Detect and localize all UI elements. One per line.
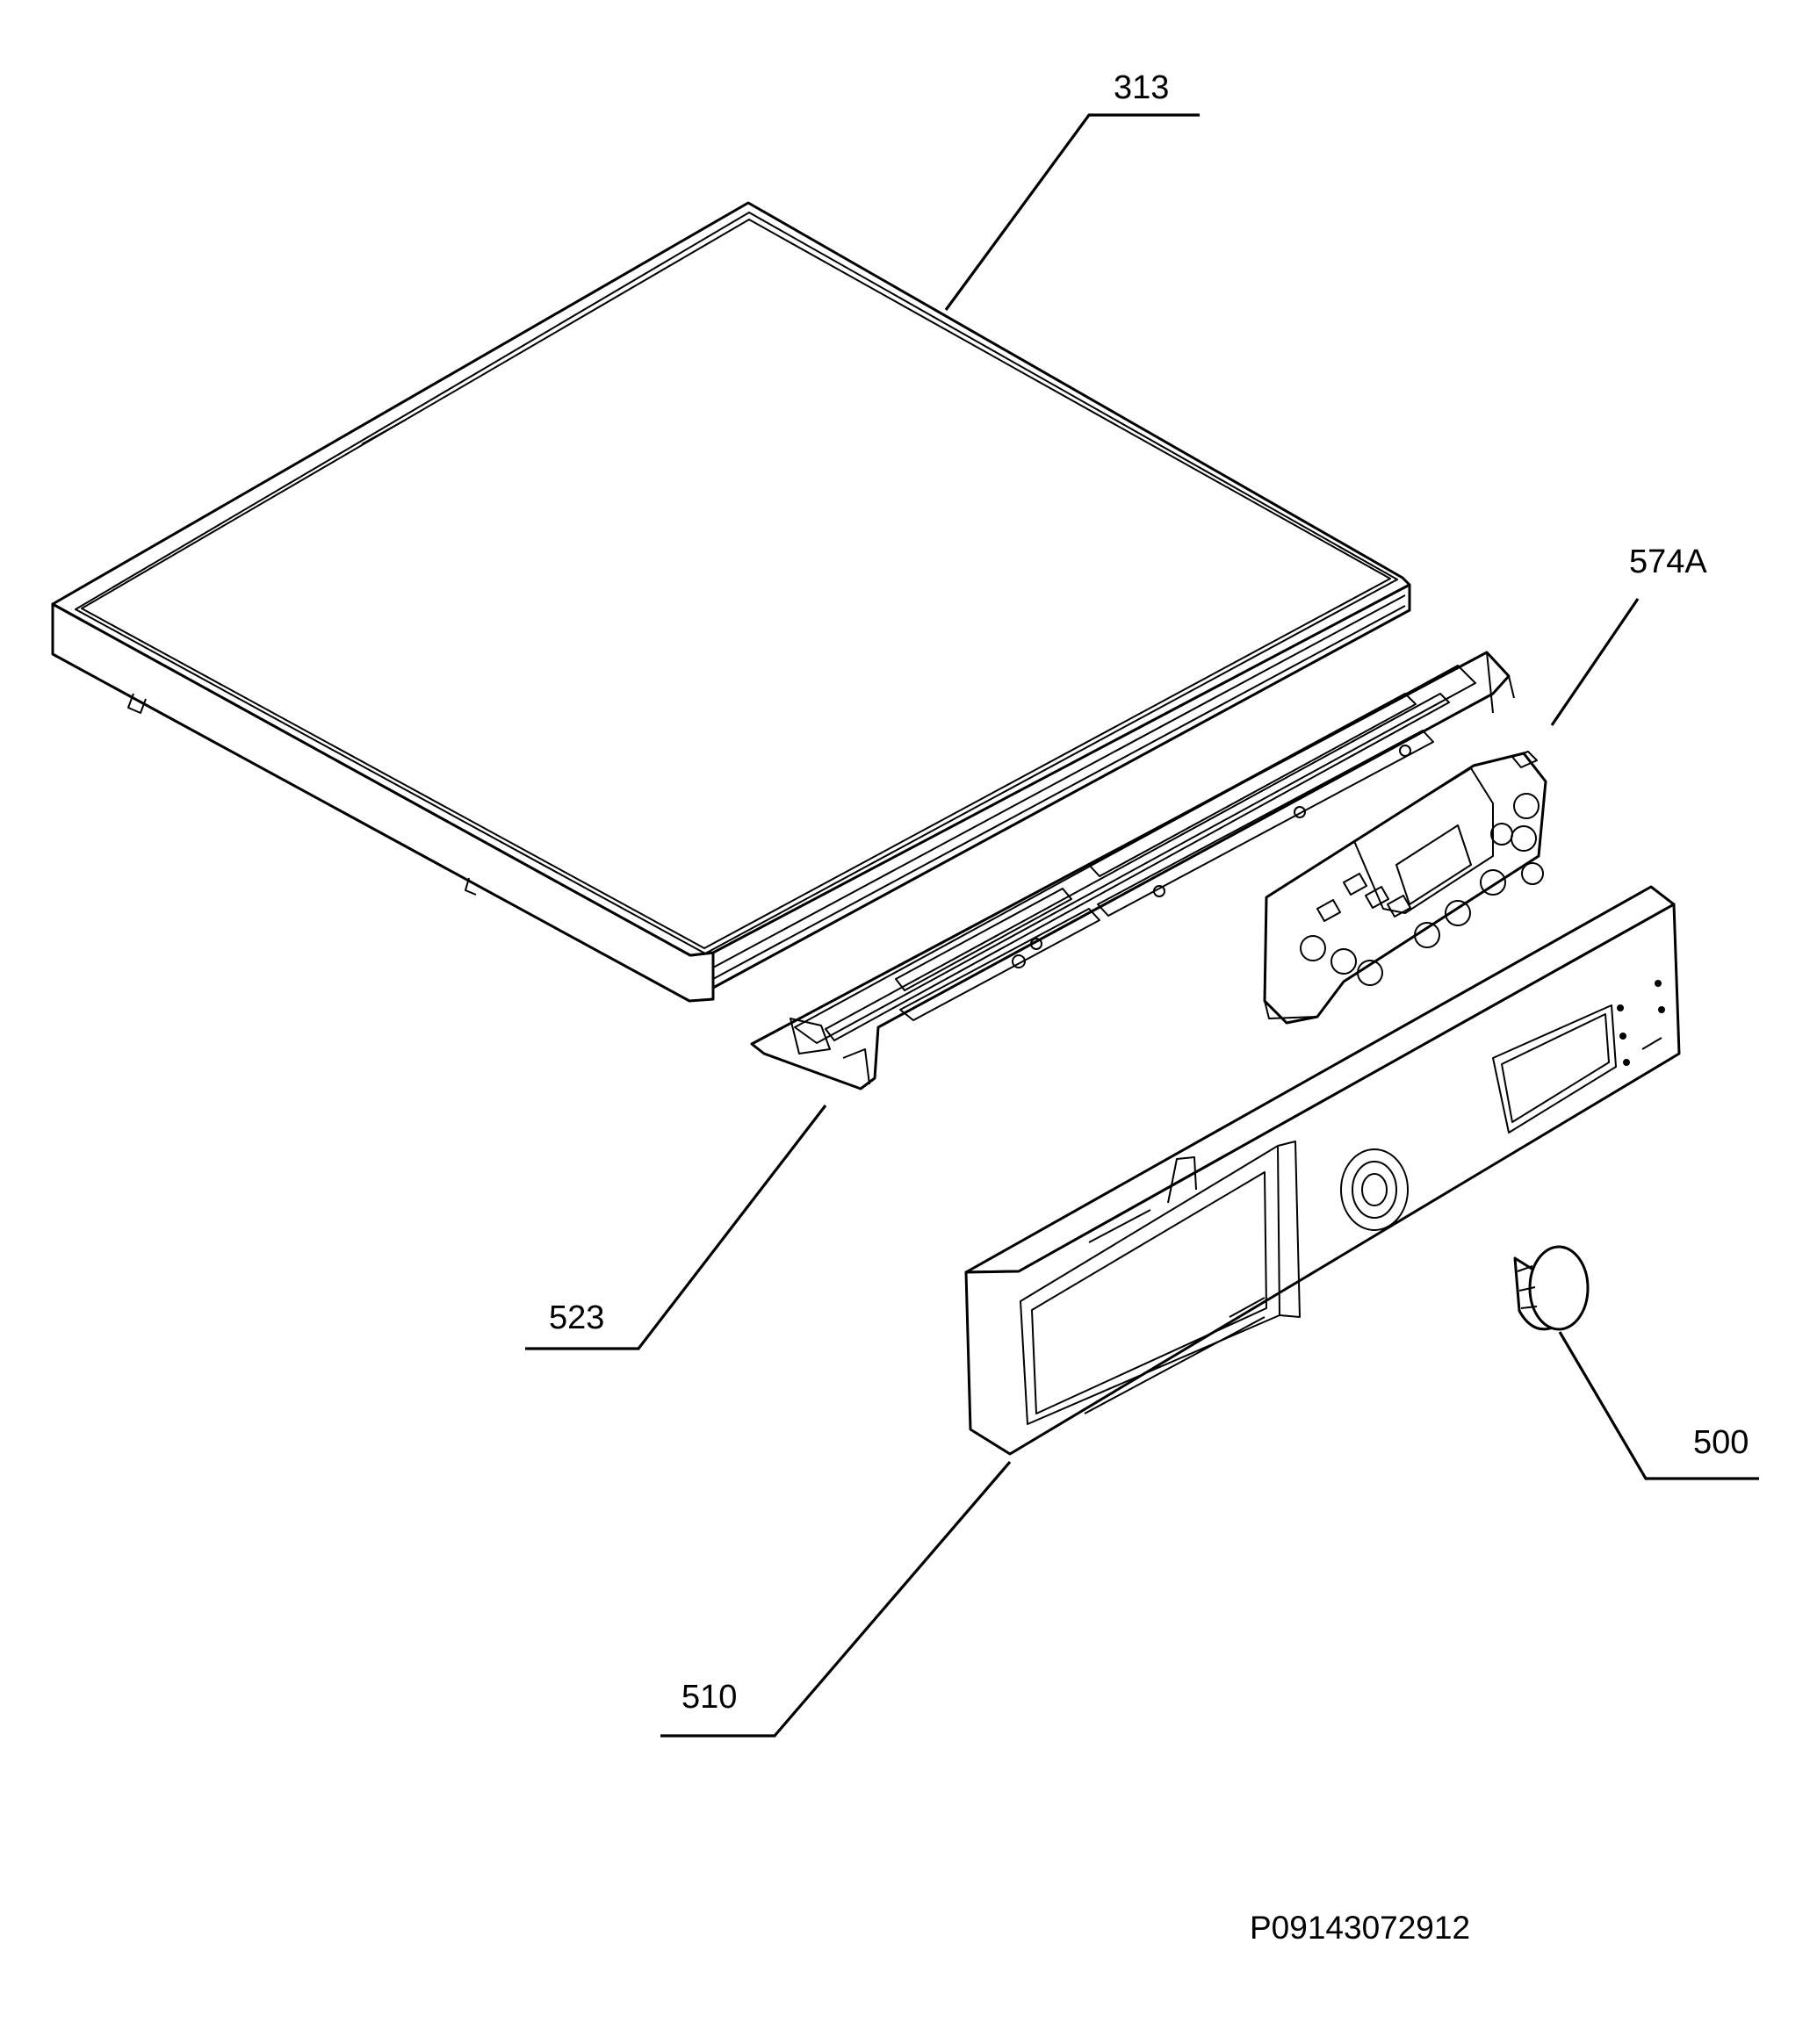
label-knob: 500 — [1693, 1424, 1749, 1461]
top-cover-part — [51, 201, 1411, 1003]
support-rail-part — [750, 651, 1515, 1090]
label-top-cover: 313 — [1114, 69, 1169, 106]
drawing-code: P09143072912 — [1250, 1910, 1470, 1946]
label-support-rail: 523 — [549, 1299, 604, 1336]
leader-lines — [525, 113, 1759, 1738]
control-panel-part — [964, 885, 1681, 1456]
label-control-panel: 510 — [681, 1679, 737, 1716]
knob-part — [1513, 1245, 1590, 1331]
control-board-part — [1263, 751, 1547, 1025]
label-control-board: 574A — [1629, 543, 1707, 580]
